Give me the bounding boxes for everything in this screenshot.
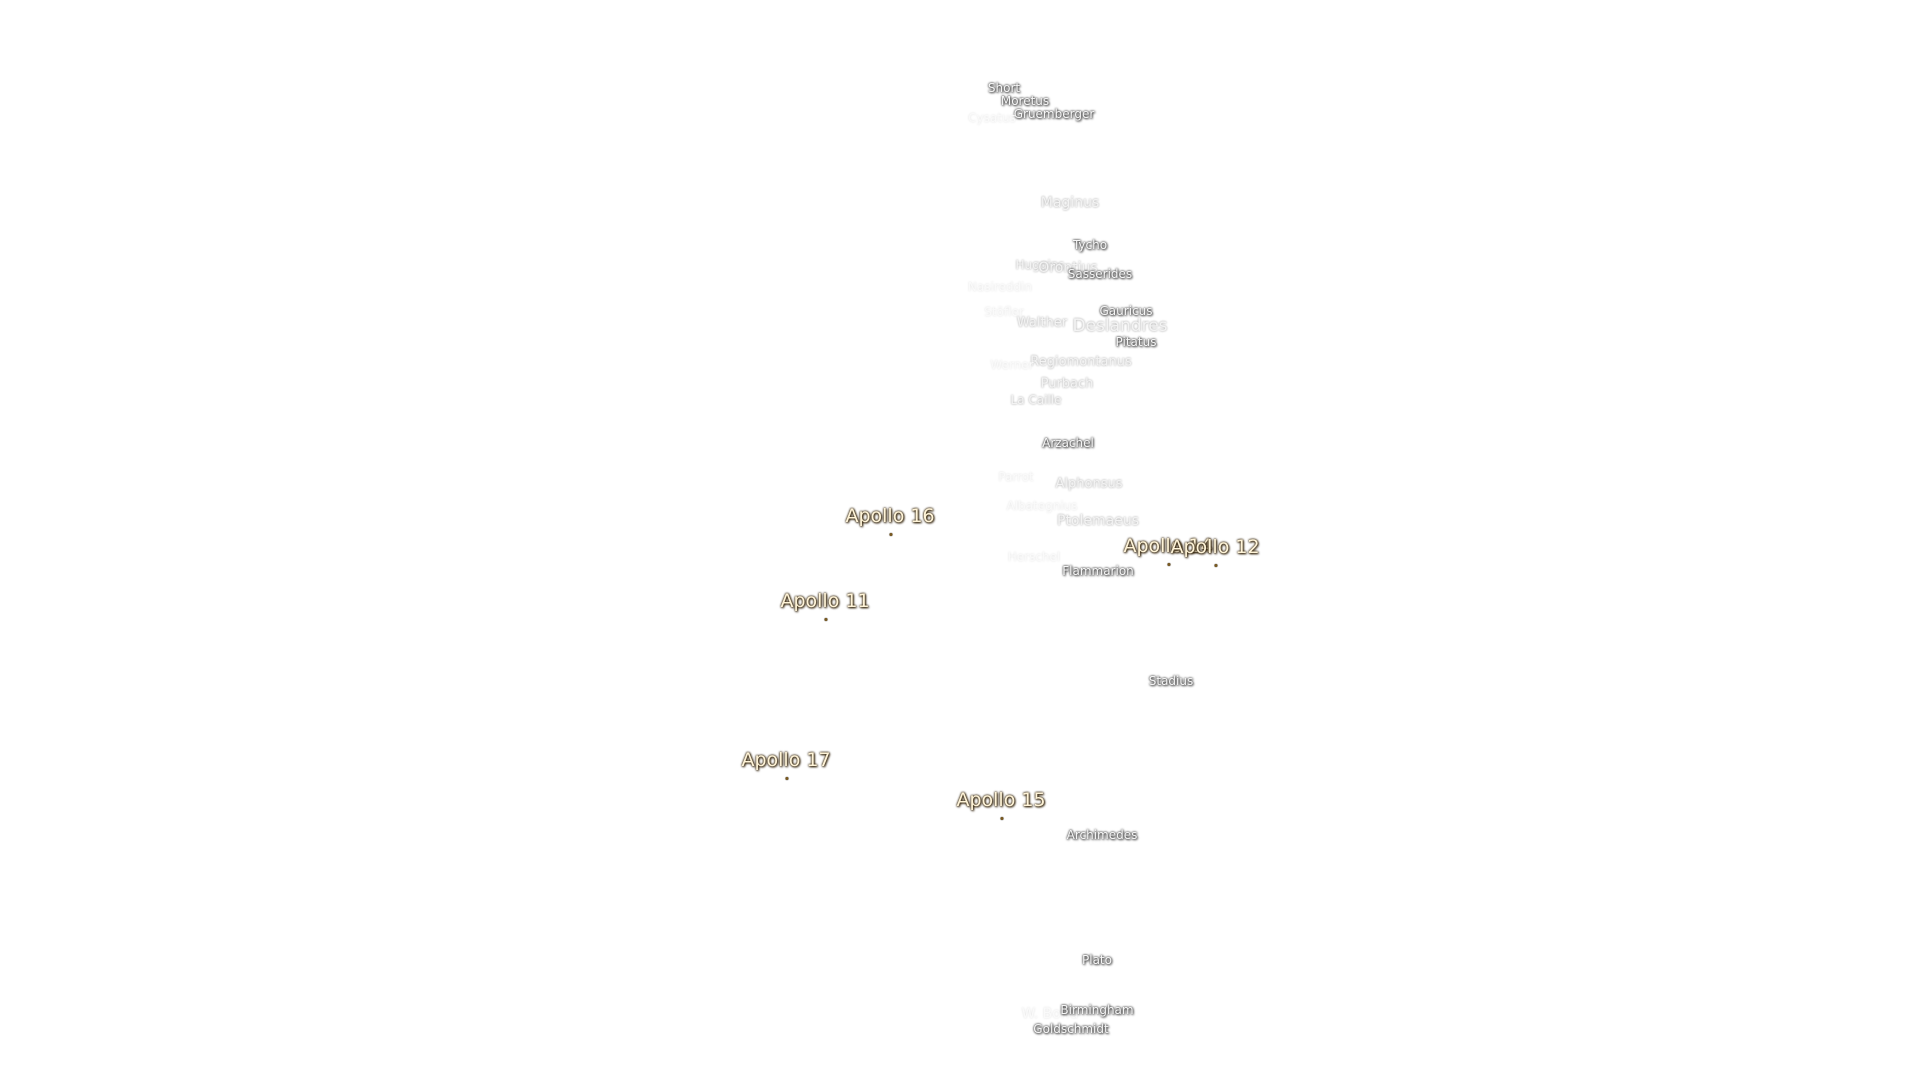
crater-label-tycho[interactable]: Tycho (1072, 238, 1108, 252)
crater-label-arzachel[interactable]: Arzachel (1042, 436, 1094, 450)
crater-label-deslandres[interactable]: Deslandres (1072, 316, 1168, 336)
crater-label-cysatus[interactable]: Cysatus (968, 111, 1016, 125)
crater-label-plato[interactable]: Plato (1082, 953, 1112, 967)
crater-label-regiomontanus[interactable]: Regiomontanus (1030, 354, 1132, 370)
crater-label-nasireddin[interactable]: Nasireddin (967, 280, 1033, 294)
apollo-16-marker[interactable]: Apollo 16 (845, 505, 935, 536)
crater-label-stoefler[interactable]: Stöfler (984, 305, 1024, 319)
crater-label-flammarion[interactable]: Flammarion (1062, 564, 1134, 578)
apollo-17-marker[interactable]: Apollo 17 (741, 749, 831, 780)
crater-label-orontius[interactable]: Orontius (1038, 260, 1098, 276)
apollo-12-label: Apollo 12 (1170, 536, 1260, 558)
apollo-15-marker[interactable]: Apollo 15 (956, 789, 1046, 820)
apollo-14-marker[interactable]: Apollo 14 (1123, 535, 1213, 566)
crater-label-werner[interactable]: Werner (990, 358, 1034, 372)
apollo-12-marker[interactable]: Apollo 12 (1170, 536, 1260, 567)
crater-label-sasserides[interactable]: Sasserides (1067, 267, 1133, 281)
crater-label-herschel[interactable]: Herschel (1007, 550, 1061, 564)
crater-label-la-caille[interactable]: La Caille (1010, 393, 1062, 407)
crater-label-goldschmidt[interactable]: Goldschmidt (1033, 1022, 1109, 1036)
crater-label-albategnius[interactable]: Albategnius (1006, 499, 1078, 513)
crater-label-birmingham[interactable]: Birmingham (1060, 1003, 1134, 1017)
landing-pin-icon (824, 618, 827, 621)
crater-label-purbach[interactable]: Purbach (1040, 376, 1094, 392)
apollo-15-label: Apollo 15 (956, 789, 1046, 811)
crater-label-w-bond[interactable]: W. Bond (1021, 1006, 1079, 1022)
landing-pin-icon (1000, 817, 1003, 820)
crater-label-archimedes[interactable]: Archimedes (1066, 828, 1138, 842)
landing-pin-icon (1167, 563, 1170, 566)
crater-label-stadius[interactable]: Stadius (1148, 674, 1194, 688)
crater-label-gruemberger[interactable]: Gruemberger (1013, 107, 1095, 121)
landing-pin-icon (889, 533, 892, 536)
crater-label-moretus[interactable]: Moretus (1000, 94, 1050, 108)
crater-label-ptolemaeus[interactable]: Ptolemaeus (1057, 513, 1139, 529)
apollo-17-label: Apollo 17 (741, 749, 831, 771)
crater-label-maginus[interactable]: Maginus (1040, 195, 1100, 211)
crater-label-gauricus[interactable]: Gauricus (1099, 304, 1153, 318)
landing-pin-icon (785, 777, 788, 780)
apollo-11-label: Apollo 11 (780, 590, 870, 612)
apollo-14-label: Apollo 14 (1123, 535, 1213, 557)
crater-label-alphonsus[interactable]: Alphonsus (1055, 476, 1123, 492)
crater-label-parrot[interactable]: Parrot (998, 470, 1034, 484)
landing-pin-icon (1214, 564, 1217, 567)
crater-label-short[interactable]: Short (987, 81, 1021, 95)
crater-label-pitatus[interactable]: Pitatus (1115, 335, 1157, 349)
apollo-16-label: Apollo 16 (845, 505, 935, 527)
apollo-11-marker[interactable]: Apollo 11 (780, 590, 870, 621)
crater-label-huggins[interactable]: Huggins (1015, 258, 1065, 272)
crater-label-walther[interactable]: Walther (1016, 315, 1068, 331)
